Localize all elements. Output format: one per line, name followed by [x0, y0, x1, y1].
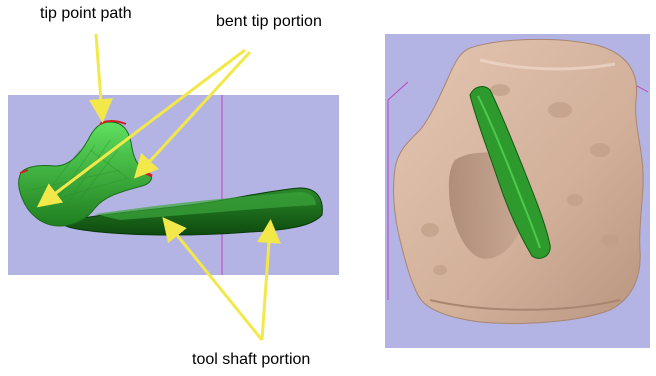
left-view-panel	[8, 95, 339, 275]
tool-shaft-portion-label: tool shaft portion	[192, 352, 310, 368]
bent-tip-portion-label: bent tip portion	[216, 14, 322, 30]
right-view-panel	[385, 34, 650, 348]
tip-point-path-label: tip point path	[40, 6, 132, 22]
